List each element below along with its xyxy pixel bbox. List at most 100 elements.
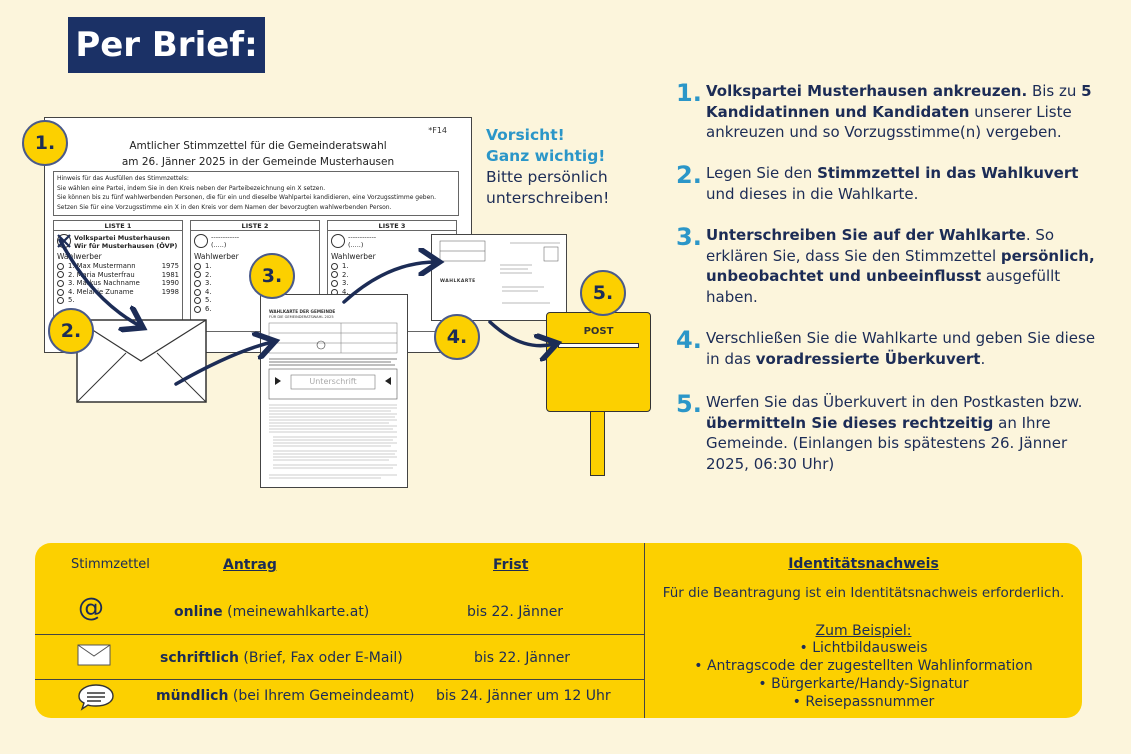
candidate-row: 5.: [194, 296, 316, 305]
post-pole: [590, 412, 605, 476]
step-number: 2.: [676, 161, 702, 189]
wahlkarte-document: WAHLKARTE DER GEMEINDE FÜR DIE GEMEINDER…: [260, 294, 408, 488]
step-number: 4.: [676, 326, 702, 354]
col-frist: Frist: [493, 557, 529, 573]
ballot-hint: Sie können bis zu fünf wahlwerbenden Per…: [57, 194, 436, 201]
step-number: 3.: [676, 223, 702, 251]
ident-item: • Reisepassnummer: [792, 694, 935, 710]
ballot-title-line2: am 26. Jänner 2025 in der Gemeinde Muste…: [121, 156, 395, 168]
list-header: LISTE 1: [54, 221, 182, 231]
signature-field: Unterschrift: [309, 377, 357, 386]
row-divider: [35, 679, 644, 680]
application-table: Stimmzettel Antrag Frist @ online (meine…: [35, 543, 1082, 718]
speech-bubble-icon: [78, 684, 114, 711]
table-divider: [644, 543, 645, 718]
candidate-row: 3.: [331, 279, 453, 288]
frist-online: bis 22. Jänner: [467, 604, 564, 620]
ballot-code: *F14: [428, 126, 447, 135]
envelope-icon: [77, 644, 111, 666]
party-name: Volkspartei Musterhausen Wir für Musterh…: [74, 234, 177, 250]
step-text: Legen Sie den Stimmzettel in das Wahlkuv…: [706, 164, 1079, 203]
candidate-row: 2.: [331, 271, 453, 280]
voting-envelope-icon: [76, 319, 207, 403]
ident-example-title: Zum Beispiel:: [815, 623, 912, 639]
party-line1: Volkspartei Musterhausen: [74, 234, 171, 242]
list-header: LISTE 2: [191, 221, 319, 231]
x-mark-icon: [57, 234, 71, 248]
ballot-hint: Hinweis für das Ausfüllen des Stimmzette…: [57, 175, 189, 182]
party-line2: Wir für Musterhausen (ÖVP): [74, 242, 178, 250]
ballot-hint: Sie wählen eine Partei, indem Sie in den…: [57, 184, 326, 192]
method-schriftlich: schriftlich (Brief, Fax oder E-Mail): [160, 650, 403, 666]
step-number: 1.: [676, 79, 702, 107]
party-circle: [194, 234, 208, 248]
warning-line4: unterschreiben!: [486, 189, 610, 207]
wahlkarte-header: WAHLKARTE DER GEMEINDE: [269, 309, 336, 314]
warning-line1: Vorsicht!: [486, 126, 565, 144]
wahlwerber-label: Wahlwerber: [331, 252, 376, 261]
wahlwerber-label: Wahlwerber: [57, 252, 102, 261]
ballot-title-line1: Amtlicher Stimmzettel für die Gemeindera…: [129, 140, 387, 152]
step-3: 3. Unterschreiben Sie auf der Wahlkarte.…: [676, 223, 1096, 307]
party-line2: (.....): [348, 241, 364, 249]
ident-item: • Lichtbildausweis: [799, 640, 928, 656]
ident-title: Identitätsnachweis: [788, 556, 939, 572]
warning-line3: Bitte persönlich: [486, 168, 608, 186]
candidate-row: 1.: [194, 262, 316, 271]
party-name: ------------ (.....): [211, 233, 239, 249]
party-circle: [331, 234, 345, 248]
step-text: Volkspartei Musterhausen ankreuzen. Bis …: [706, 82, 1092, 141]
post-box: POST: [546, 312, 651, 412]
ballot-hint: Setzen Sie für eine Vorzugsstimme ein X …: [57, 203, 392, 211]
party-line1: ------------: [348, 233, 377, 241]
step-text: Unterschreiben Sie auf der Wahlkarte. So…: [706, 226, 1095, 306]
list-header: LISTE 3: [328, 221, 456, 231]
candidate-row: 4.: [194, 288, 316, 297]
wahlkarte-sub: FÜR DIE GEMEINDERATSWAHL 2025: [269, 315, 334, 319]
party-line1: ------------: [211, 233, 240, 241]
ballot-hints: Hinweis für das Ausfüllen des Stimmzette…: [53, 171, 459, 216]
at-icon: @: [78, 593, 104, 623]
candidate-row: 2.: [194, 271, 316, 280]
col-antrag: Antrag: [223, 557, 277, 573]
ident-item: • Antragscode der zugestellten Wahlinfor…: [694, 658, 1033, 674]
warning-line2: Ganz wichtig!: [486, 147, 606, 165]
signature-warning: Vorsicht! Ganz wichtig! Bitte persönlich…: [486, 125, 609, 209]
step-text: Verschließen Sie die Wahlkarte und geben…: [706, 329, 1096, 368]
candidate-row: 5.: [57, 296, 179, 305]
method-online: online (meinewahlkarte.at): [174, 604, 370, 620]
candidate-list: 1. 2. 3. 4. 5. 6.: [194, 262, 316, 314]
wahlkarte-lines-icon: [268, 322, 398, 479]
frist-muendlich: bis 24. Jänner um 12 Uhr: [436, 688, 611, 704]
step-badge-4: 4.: [434, 314, 480, 360]
step-badge-5: 5.: [580, 270, 626, 316]
step-2: 2. Legen Sie den Stimmzettel in das Wahl…: [676, 161, 1096, 204]
step-badge-2: 2.: [48, 308, 94, 354]
candidate-row: 1.: [331, 262, 453, 271]
step-text: Werfen Sie das Überkuvert in den Postkas…: [706, 393, 1083, 473]
method-muendlich: mündlich (bei Ihrem Gemeindeamt): [156, 688, 415, 704]
candidate-row: 3.: [194, 279, 316, 288]
overcover-envelope: WAHLKARTE: [431, 234, 567, 321]
page-title: Per Brief:: [68, 17, 265, 73]
overcover-lines-icon: [439, 240, 560, 304]
row-divider: [35, 634, 644, 635]
col-stimmzettel: Stimmzettel: [71, 557, 150, 572]
step-badge-1: 1.: [22, 120, 68, 166]
post-label: POST: [583, 326, 614, 337]
party-name: ------------ (.....): [348, 233, 376, 249]
ident-item: • Bürgerkarte/Handy-Signatur: [758, 676, 969, 692]
overcover-label: WAHLKARTE: [440, 279, 476, 284]
ident-intro: Für die Beantragung ist ein Identitätsna…: [662, 585, 1065, 601]
frist-schriftlich: bis 22. Jänner: [474, 650, 571, 666]
party-line2: (.....): [211, 241, 227, 249]
step-1: 1. Volkspartei Musterhausen ankreuzen. B…: [676, 79, 1096, 143]
step-badge-3: 3.: [249, 253, 295, 299]
step-5: 5. Werfen Sie das Überkuvert in den Post…: [676, 390, 1096, 474]
